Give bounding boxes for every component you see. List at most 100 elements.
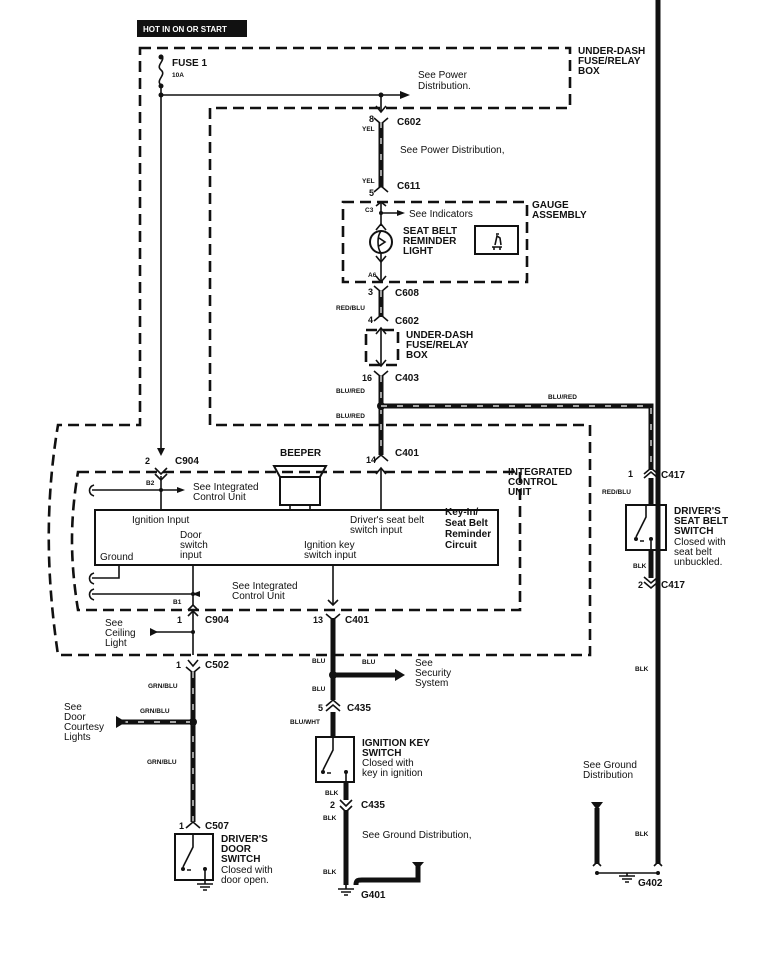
c602-top-label: C602 <box>397 117 421 128</box>
underdash-fuse-relay-box-outline <box>47 46 592 657</box>
c904-bot-label: C904 <box>205 615 229 626</box>
underdash-mid-box <box>364 328 400 367</box>
c904-bot-pin: 1 <box>177 615 182 625</box>
wire-red-blu-1: RED/BLU <box>336 305 365 312</box>
wire-yel-1: YEL <box>362 126 375 133</box>
c602-top-pin: 8 <box>369 114 374 124</box>
c435-bot-label: C435 <box>361 800 385 811</box>
wire-red-blu-2: RED/BLU <box>602 489 631 496</box>
c417-bot-pin: 2 <box>638 580 643 590</box>
wire-grn-blu-3: GRN/BLU <box>147 759 177 766</box>
wire-blk-6: BLK <box>323 869 337 876</box>
g402-label: G402 <box>638 878 663 889</box>
wire-blu-red-3: BLU/RED <box>548 394 577 401</box>
c602-mid-pin: 4 <box>368 315 373 325</box>
wire-grn-blu-1: GRN/BLU <box>148 683 178 690</box>
wire-blk-5: BLK <box>323 815 337 822</box>
ref-ground-distribution-1: See Ground Distribution, <box>362 830 472 841</box>
wire-blu-1: BLU <box>312 658 326 665</box>
fuse-rating: 10A <box>172 72 184 79</box>
c502-pin: 1 <box>176 660 181 670</box>
gauge-assembly-box <box>341 200 529 284</box>
c401-bot-pin: 13 <box>313 615 323 625</box>
c435-top-pin: 5 <box>318 703 323 713</box>
c403-pin: 16 <box>362 373 372 383</box>
c417-top-label: C417 <box>661 470 685 481</box>
c904-top-label: C904 <box>175 456 199 467</box>
c611-label: C611 <box>397 181 421 192</box>
c3-label: C3 <box>365 207 374 214</box>
wire-blk-2: BLK <box>635 666 649 673</box>
ground-g402-icon <box>619 873 635 883</box>
ground-g401-icon <box>338 885 354 896</box>
a6-label: A6 <box>368 272 377 279</box>
c608-label: C608 <box>395 288 419 299</box>
b2-label: B2 <box>146 480 155 487</box>
wire-blk-1: BLK <box>633 563 647 570</box>
c401-top-pin: 14 <box>366 455 376 465</box>
title-badge <box>137 20 247 37</box>
c417-top-pin: 1 <box>628 469 633 479</box>
wire-blu-red-2: BLU/RED <box>336 413 365 420</box>
c602-mid-label: C602 <box>395 316 419 327</box>
c417-bot-label: C417 <box>661 580 685 591</box>
c608-pin: 3 <box>368 287 373 297</box>
c403-label: C403 <box>395 373 419 384</box>
ref-power-distribution-2: See Power Distribution, <box>400 145 505 156</box>
c401-top-label: C401 <box>395 448 419 459</box>
wire-yel-2: YEL <box>362 178 375 185</box>
drivers-door-switch <box>174 833 214 881</box>
fuse-symbol <box>158 54 164 95</box>
wire-blk-4: BLK <box>325 790 339 797</box>
c502-label: C502 <box>205 660 229 671</box>
keyin-seat-belt-reminder-circuit <box>94 509 499 566</box>
c904-top-pin: 2 <box>145 456 150 466</box>
ignition-key-switch <box>315 736 355 783</box>
input-ignition: Ignition Input <box>132 515 189 526</box>
c507-label: C507 <box>205 821 229 832</box>
ground-door-switch-icon <box>197 883 213 891</box>
wire-blu-wht: BLU/WHT <box>290 719 320 726</box>
seat-belt-reminder-light-icon <box>369 230 393 254</box>
wire-blu-red-1: BLU/RED <box>336 388 365 395</box>
fuse-name: FUSE 1 <box>172 58 207 69</box>
title-badge-text: HOT IN ON OR START <box>143 25 227 34</box>
g401-label: G401 <box>361 890 386 901</box>
seat-belt-indicator-icon <box>474 225 519 255</box>
c435-top-label: C435 <box>347 703 371 714</box>
c507-pin: 1 <box>179 821 184 831</box>
wire-grn-blu-2: GRN/BLU <box>140 708 170 715</box>
c401-bot-label: C401 <box>345 615 369 626</box>
wire-blu-2: BLU <box>362 659 376 666</box>
wire-blk-3: BLK <box>635 831 649 838</box>
b1-label: B1 <box>173 599 182 606</box>
integrated-control-unit-box <box>70 470 522 612</box>
c611-pin: 5 <box>369 188 374 198</box>
beeper-label: BEEPER <box>280 448 322 459</box>
ref-indicators: See Indicators <box>409 209 473 220</box>
wire-blu-3: BLU <box>312 686 326 693</box>
input-ground: Ground <box>100 552 133 563</box>
c435-bot-pin: 2 <box>330 800 335 810</box>
